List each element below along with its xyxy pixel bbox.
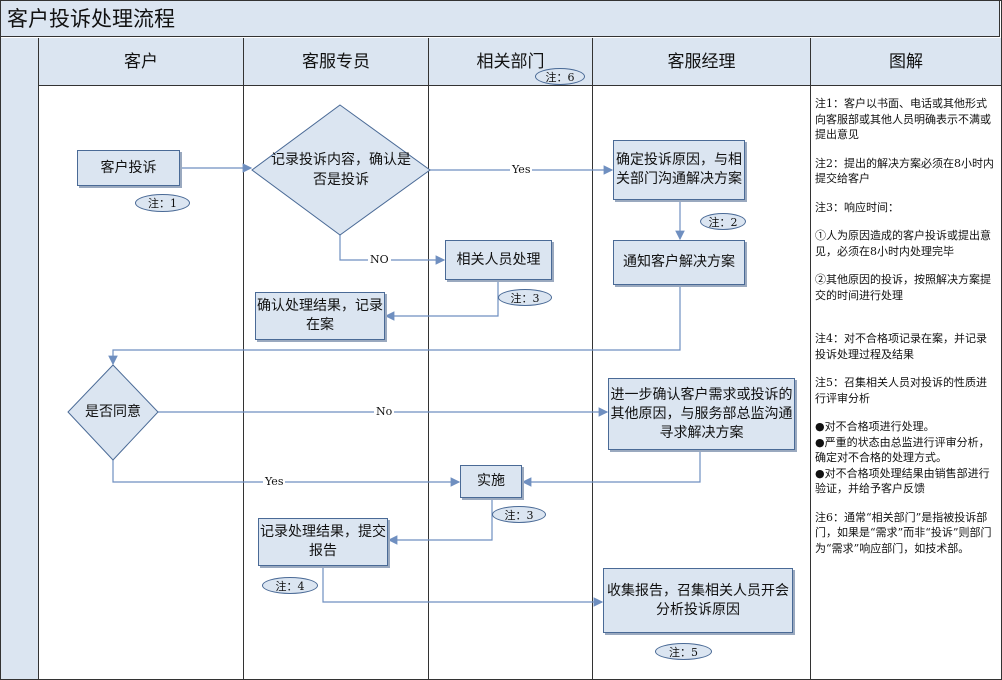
node-complaint: 客户投诉 xyxy=(77,150,180,186)
decision-record-complaint-shape xyxy=(251,104,431,236)
edge-record-no xyxy=(339,235,446,265)
edge-label-yes-1: Yes xyxy=(510,163,533,176)
note-tag-3b: 注：3 xyxy=(492,506,546,523)
edge-implement-to-record xyxy=(387,498,493,545)
lane-header-service-agent: 客服专员 xyxy=(243,38,428,86)
note-1: 注1：客户以书面、电话或其他形式向客服部或其他人员明确表示不满或提出意见 xyxy=(815,97,991,141)
note-3-item-2: ②其他原因的投诉，按照解决方案提交的时间进行处理 xyxy=(815,273,991,302)
decision-agree: 是否同意 xyxy=(85,404,141,420)
note-6: 注6：通常“相关部门”是指被投诉部门，如果是“需求”而非“投诉”则部门为“需求”… xyxy=(815,510,992,555)
note-4: 注4：对不合格项记录在案，并记录投诉处理过程及结果 xyxy=(815,332,987,361)
edge-staff-to-confirm xyxy=(384,280,499,321)
note-tag-3a: 注：3 xyxy=(498,289,552,306)
page-title: 客户投诉处理流程 xyxy=(0,0,1000,37)
edge-notify-to-agree xyxy=(108,285,681,366)
edge-label-no-1: NO xyxy=(368,253,391,266)
edge-further-to-implement xyxy=(521,450,701,487)
lane-header-customer: 客户 xyxy=(38,38,243,86)
lane-header-legend: 图解 xyxy=(810,38,1001,86)
note-3-item-1: ①人为原因造成的客户投诉或提出意见，必须在8小时内处理完毕 xyxy=(815,229,991,258)
note-5-bullet-2: ●严重的状态由总监进行评审分析，确定对不合格的处理方式。 xyxy=(815,435,990,465)
node-confirm-result: 确认处理结果，记录在案 xyxy=(255,292,385,340)
legend-notes: 注1：客户以书面、电话或其他形式向客服部或其他人员明确表示不满或提出意见 注2：… xyxy=(815,96,997,569)
node-determine-cause: 确定投诉原因，与相关部门沟通解决方案 xyxy=(613,140,745,200)
lane-related-dept xyxy=(428,86,592,679)
note-3: 注3：响应时间： xyxy=(815,200,899,214)
node-collect-report: 收集报告，召集相关人员开会分析投诉原因 xyxy=(603,568,793,633)
edge-label-no-2: No xyxy=(374,405,395,418)
decision-agree-shape xyxy=(67,364,159,461)
note-tag-1: 注：1 xyxy=(135,194,190,212)
node-notify-customer: 通知客户解决方案 xyxy=(613,240,745,285)
lane-legend xyxy=(810,86,1001,679)
note-5-bullet-3: ●对不合格项处理结果由销售部进行验证，并给予客户反馈 xyxy=(815,466,990,496)
node-staff-handle: 相关人员处理 xyxy=(445,240,552,280)
lane-customer xyxy=(38,86,243,679)
edge-agree-yes xyxy=(112,460,461,487)
note-tag-2: 注：2 xyxy=(700,213,746,230)
decision-record-complaint: 记录投诉内容，确认是否是投诉 xyxy=(271,152,411,188)
note-5: 注5：召集相关人员对投诉的性质进行评审分析 xyxy=(815,376,987,405)
note-tag-4: 注：4 xyxy=(262,577,318,594)
node-further-confirm: 进一步确认客户需求或投诉的其他原因，与服务部总监沟通寻求解决方案 xyxy=(608,378,795,450)
edge-record-to-collect xyxy=(322,566,604,607)
note-tag-5: 注：5 xyxy=(655,643,712,660)
note-2: 注2：提出的解决方案必须在8小时内提交给客户 xyxy=(815,156,994,186)
note-tag-6: 注：6 xyxy=(535,68,585,85)
edge-label-yes-2: Yes xyxy=(263,475,286,488)
lane-service-manager xyxy=(592,86,810,679)
node-record-report: 记录处理结果，提交报告 xyxy=(258,518,388,566)
left-margin-column xyxy=(1,38,39,679)
lane-service-agent xyxy=(243,86,428,679)
node-implement: 实施 xyxy=(460,465,522,498)
lane-header-service-manager: 客服经理 xyxy=(592,38,810,86)
note-5-bullet-1: ●对不合格项进行处理。 xyxy=(815,420,935,433)
